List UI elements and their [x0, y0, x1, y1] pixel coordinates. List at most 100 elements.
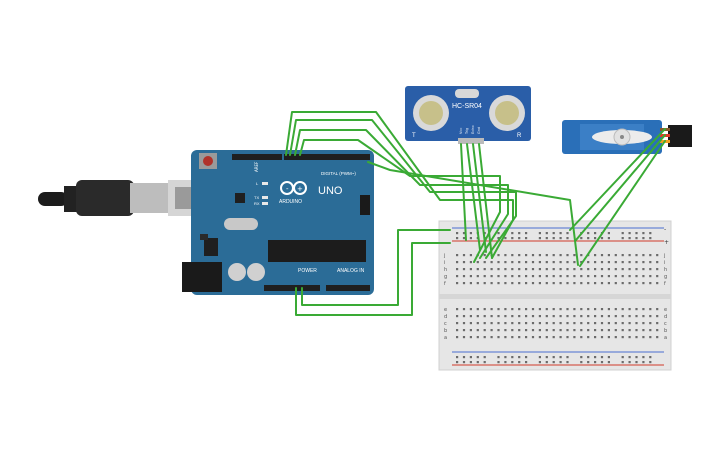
breadboard-hole[interactable]	[525, 356, 528, 359]
breadboard-hole[interactable]	[504, 315, 507, 318]
breadboard-hole[interactable]	[628, 254, 631, 257]
breadboard-hole[interactable]	[621, 261, 624, 264]
breadboard-hole[interactable]	[518, 261, 521, 264]
breadboard-hole[interactable]	[600, 329, 604, 332]
breadboard-hole[interactable]	[621, 254, 624, 257]
breadboard-hole[interactable]	[573, 322, 576, 325]
breadboard-hole[interactable]	[497, 282, 500, 285]
breadboard-hole[interactable]	[642, 232, 645, 235]
breadboard-hole[interactable]	[476, 308, 479, 311]
breadboard-hole[interactable]	[607, 282, 610, 285]
breadboard-hole[interactable]	[635, 356, 638, 359]
breadboard-hole[interactable]	[490, 322, 493, 325]
breadboard-hole[interactable]	[587, 315, 590, 318]
breadboard-hole[interactable]	[621, 275, 624, 278]
breadboard-hole[interactable]	[559, 356, 562, 359]
breadboard-hole[interactable]	[559, 254, 562, 257]
breadboard-hole[interactable]	[580, 275, 583, 278]
breadboard-hole[interactable]	[462, 261, 466, 264]
breadboard-hole[interactable]	[538, 275, 541, 278]
breadboard-hole[interactable]	[594, 237, 597, 240]
breadboard-hole[interactable]	[628, 261, 631, 264]
breadboard-hole[interactable]	[649, 356, 652, 359]
breadboard-hole[interactable]	[518, 315, 521, 318]
breadboard-hole[interactable]	[469, 237, 472, 240]
breadboard-hole[interactable]	[642, 361, 645, 364]
breadboard-hole[interactable]	[469, 361, 472, 364]
breadboard-hole[interactable]	[587, 275, 590, 278]
breadboard-hole[interactable]	[607, 336, 610, 339]
breadboard-hole[interactable]	[469, 329, 472, 332]
breadboard-hole[interactable]	[580, 322, 583, 325]
breadboard-hole[interactable]	[518, 356, 521, 359]
breadboard-hole[interactable]	[656, 322, 659, 325]
breadboard-hole[interactable]	[462, 361, 466, 364]
breadboard-hole[interactable]	[566, 322, 569, 325]
breadboard-hole[interactable]	[476, 329, 479, 332]
breadboard-hole[interactable]	[628, 322, 631, 325]
breadboard-hole[interactable]	[649, 268, 652, 271]
breadboard-hole[interactable]	[469, 232, 472, 235]
breadboard-hole[interactable]	[594, 282, 597, 285]
breadboard-hole[interactable]	[462, 282, 466, 285]
breadboard-hole[interactable]	[566, 268, 569, 271]
breadboard-hole[interactable]	[614, 275, 617, 278]
breadboard-hole[interactable]	[573, 329, 576, 332]
breadboard-hole[interactable]	[497, 329, 500, 332]
breadboard-hole[interactable]	[497, 268, 500, 271]
breadboard-hole[interactable]	[635, 261, 638, 264]
breadboard-hole[interactable]	[469, 315, 472, 318]
breadboard-hole[interactable]	[566, 261, 569, 264]
breadboard-hole[interactable]	[511, 268, 514, 271]
breadboard-hole[interactable]	[552, 261, 555, 264]
breadboard-hole[interactable]	[649, 232, 652, 235]
breadboard-hole[interactable]	[545, 315, 548, 318]
breadboard-hole[interactable]	[497, 237, 500, 240]
breadboard-hole[interactable]	[607, 315, 610, 318]
breadboard-hole[interactable]	[607, 308, 610, 311]
reset-button[interactable]	[203, 156, 213, 166]
breadboard-hole[interactable]	[531, 261, 535, 264]
breadboard-hole[interactable]	[559, 232, 562, 235]
breadboard-hole[interactable]	[469, 336, 472, 339]
breadboard-hole[interactable]	[559, 282, 562, 285]
breadboard-hole[interactable]	[628, 308, 631, 311]
breadboard-hole[interactable]	[518, 268, 521, 271]
breadboard-hole[interactable]	[511, 282, 514, 285]
breadboard-hole[interactable]	[621, 232, 624, 235]
breadboard-hole[interactable]	[600, 336, 604, 339]
breadboard-hole[interactable]	[538, 237, 541, 240]
breadboard-hole[interactable]	[525, 254, 528, 257]
breadboard-hole[interactable]	[635, 322, 638, 325]
breadboard-hole[interactable]	[635, 308, 638, 311]
breadboard-hole[interactable]	[552, 361, 555, 364]
breadboard-hole[interactable]	[594, 275, 597, 278]
breadboard-hole[interactable]	[476, 356, 479, 359]
breadboard-hole[interactable]	[538, 356, 541, 359]
breadboard-hole[interactable]	[587, 361, 590, 364]
breadboard-hole[interactable]	[607, 322, 610, 325]
breadboard-hole[interactable]	[656, 336, 659, 339]
breadboard-hole[interactable]	[559, 329, 562, 332]
breadboard-hole[interactable]	[649, 261, 652, 264]
breadboard-hole[interactable]	[476, 275, 479, 278]
breadboard-hole[interactable]	[614, 261, 617, 264]
breadboard-hole[interactable]	[518, 254, 521, 257]
breadboard-hole[interactable]	[635, 282, 638, 285]
breadboard-hole[interactable]	[525, 329, 528, 332]
breadboard-hole[interactable]	[518, 282, 521, 285]
breadboard-hole[interactable]	[497, 356, 500, 359]
breadboard-hole[interactable]	[476, 261, 479, 264]
breadboard-hole[interactable]	[511, 356, 514, 359]
breadboard-hole[interactable]	[580, 329, 583, 332]
breadboard-hole[interactable]	[497, 254, 500, 257]
breadboard-hole[interactable]	[462, 322, 466, 325]
breadboard-hole[interactable]	[642, 261, 645, 264]
breadboard-hole[interactable]	[642, 308, 645, 311]
breadboard-hole[interactable]	[559, 322, 562, 325]
breadboard-hole[interactable]	[531, 336, 535, 339]
breadboard-hole[interactable]	[607, 361, 610, 364]
breadboard-hole[interactable]	[525, 315, 528, 318]
breadboard-hole[interactable]	[504, 275, 507, 278]
breadboard-hole[interactable]	[490, 282, 493, 285]
